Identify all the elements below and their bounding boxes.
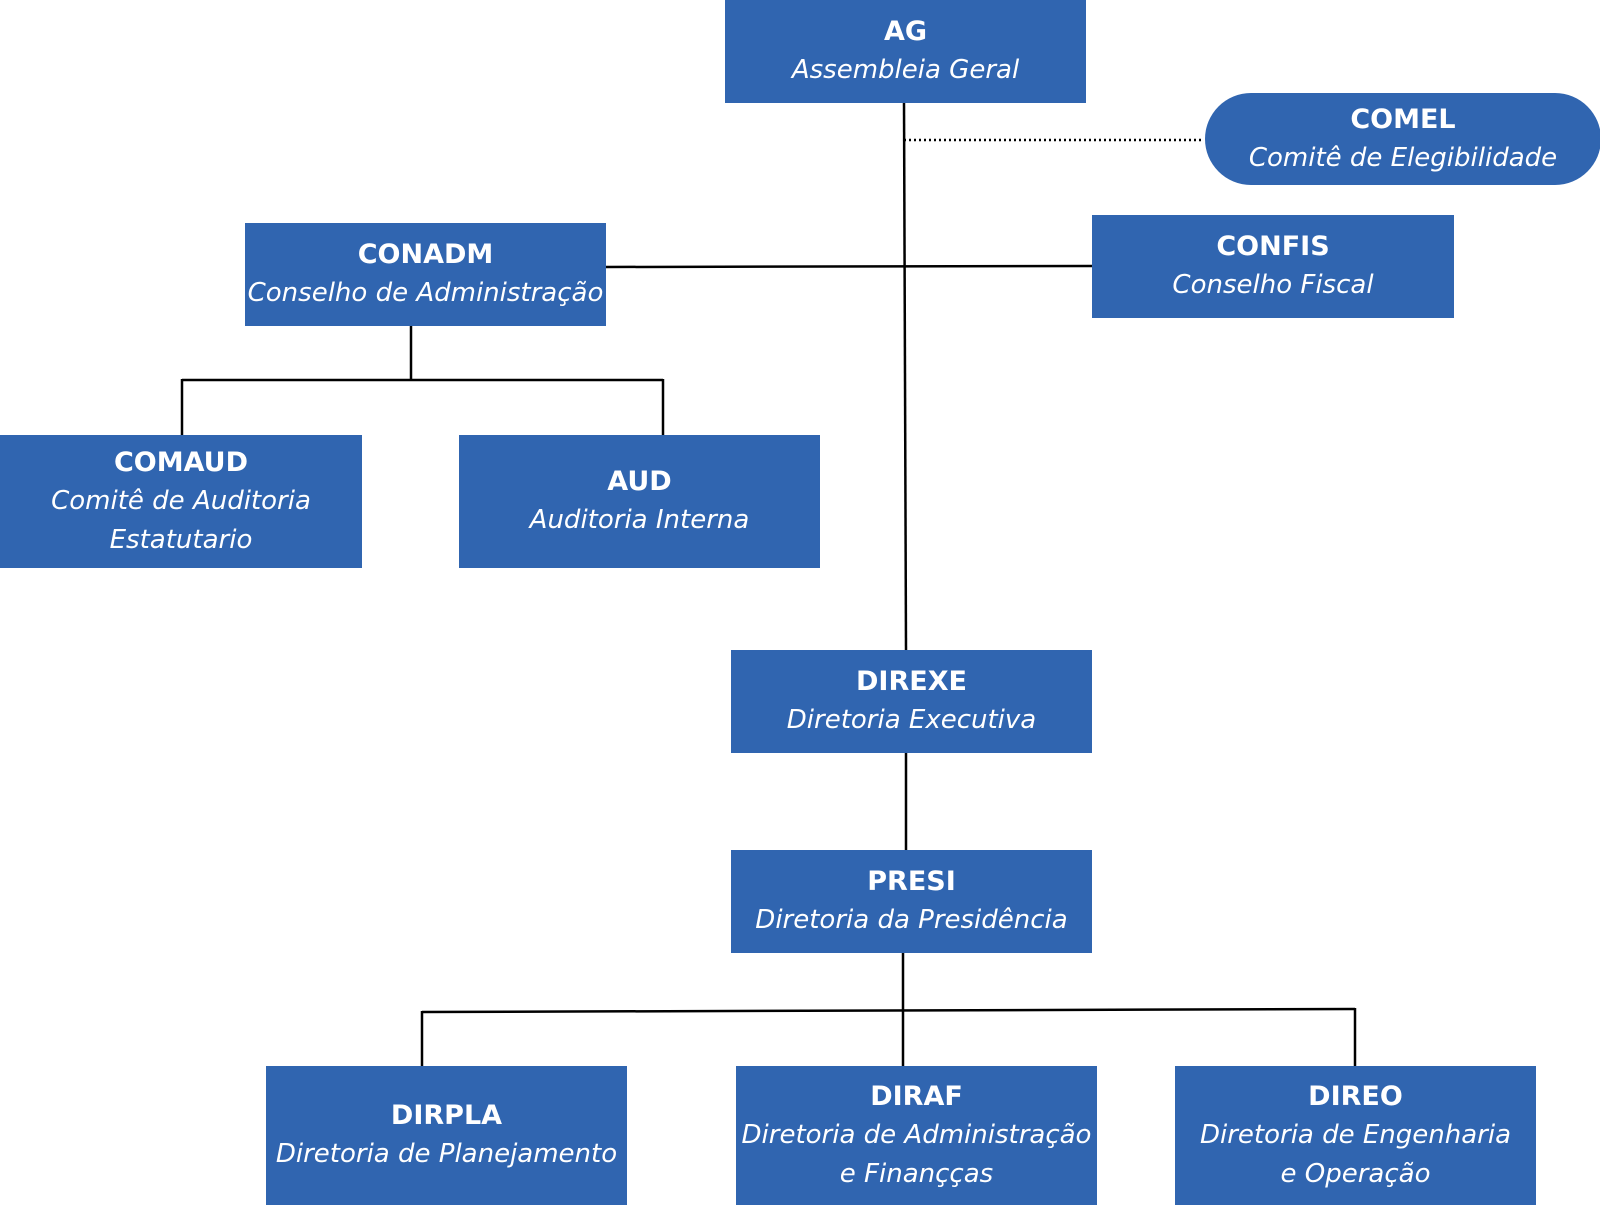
node-confis[interactable]: CONFIS Conselho Fiscal xyxy=(1092,215,1454,318)
node-confis-code: CONFIS xyxy=(1216,231,1330,262)
node-aud-name: Auditoria Interna xyxy=(529,505,750,535)
node-comel-code: COMEL xyxy=(1350,103,1456,135)
connector-directorates-bar xyxy=(421,1007,1356,1014)
node-diraf[interactable]: DIRAF Diretoria de Administração e Finan… xyxy=(736,1066,1097,1205)
node-aud[interactable]: AUD Auditoria Interna xyxy=(459,435,820,568)
node-direxe-name: Diretoria Executiva xyxy=(786,705,1037,735)
node-comaud[interactable]: COMAUD Comitê de Auditoria Estatutario xyxy=(0,435,362,568)
node-presi[interactable]: PRESI Diretoria da Presidência xyxy=(731,850,1092,953)
node-comaud-name: Comitê de Auditoria Estatutario xyxy=(51,485,311,555)
node-confis-name: Conselho Fiscal xyxy=(1172,270,1374,300)
node-presi-name: Diretoria da Presidência xyxy=(755,905,1068,935)
node-conadm[interactable]: CONADM Conselho de Administração xyxy=(245,223,606,326)
node-comel[interactable]: COMEL Comitê de Elegibilidade xyxy=(1205,93,1600,185)
node-dirpla-name: Diretoria de Planejamento xyxy=(275,1139,618,1169)
node-aud-code: AUD xyxy=(607,466,672,497)
node-dirpla[interactable]: DIRPLA Diretoria de Planejamento xyxy=(266,1066,627,1205)
node-direo[interactable]: DIREO Diretoria de Engenharia e Operação xyxy=(1175,1066,1536,1205)
node-dirpla-code: DIRPLA xyxy=(390,1100,503,1131)
node-ag-code: AG xyxy=(883,16,928,47)
node-conadm-name: Conselho de Administração xyxy=(247,278,604,308)
node-direxe-code: DIREXE xyxy=(856,666,967,697)
connector-ag-direxe xyxy=(902,101,908,651)
node-ag-name: Assembleia Geral xyxy=(791,55,1020,85)
node-direo-name: Diretoria de Engenharia e Operação xyxy=(1199,1119,1512,1189)
node-conadm-code: CONADM xyxy=(357,239,494,270)
node-ag[interactable]: AG Assembleia Geral xyxy=(725,0,1086,103)
node-diraf-code: DIRAF xyxy=(870,1080,963,1112)
node-presi-code: PRESI xyxy=(867,866,956,897)
connector-conadm-confis xyxy=(604,264,1093,269)
node-diraf-name: Diretoria de Administração e Finançças xyxy=(741,1119,1092,1189)
node-comel-name: Comitê de Elegibilidade xyxy=(1248,142,1558,173)
node-comaud-code: COMAUD xyxy=(113,446,249,478)
node-direo-code: DIREO xyxy=(1308,1080,1403,1112)
node-direxe[interactable]: DIREXE Diretoria Executiva xyxy=(731,650,1092,753)
